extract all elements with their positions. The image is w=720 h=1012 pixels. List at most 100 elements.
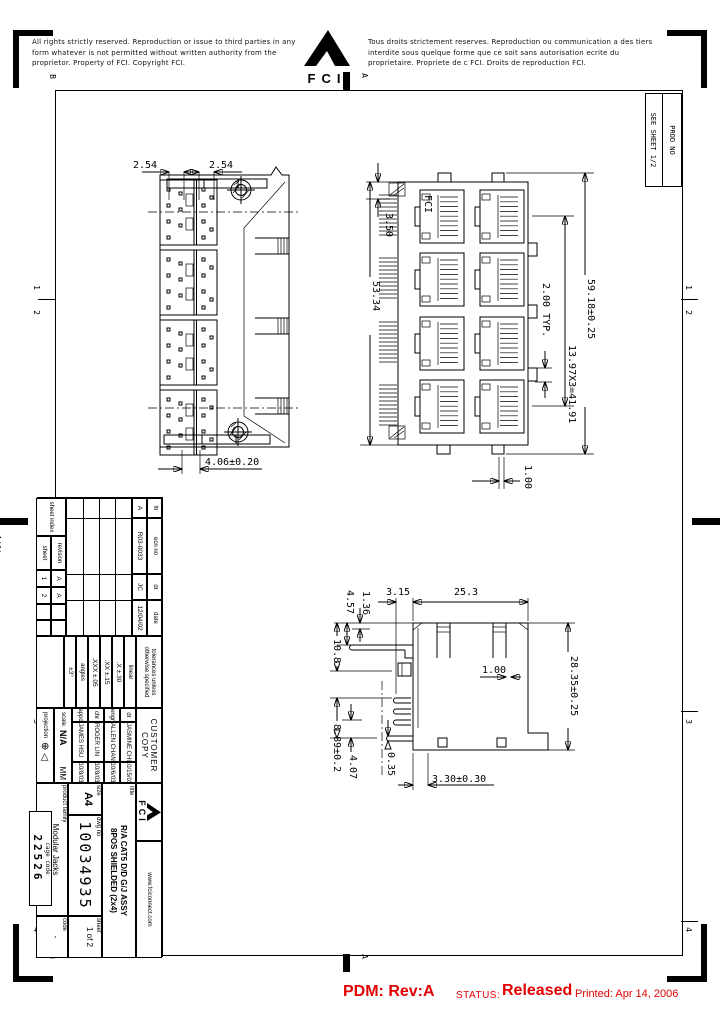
dim-f: 1.00 [482, 665, 506, 676]
angles-value: ±3° [64, 636, 76, 708]
zone-label: B [47, 74, 57, 79]
dim-k: 3.30±0.30 [432, 774, 486, 785]
zone-tick [681, 711, 698, 712]
scale-value: N/A [58, 730, 68, 746]
signoff-appd-label: appd [72, 708, 88, 722]
ecn-date: 12/04/02 [132, 600, 147, 636]
dim-pitch-2: 2.54 [209, 160, 233, 171]
cage-code-value: 22526 [31, 834, 44, 883]
units: MM [58, 766, 68, 780]
drawing-title-1: R/A CAT5 D/D G/J ASSY [119, 825, 128, 916]
sheet-2: 2 [36, 587, 51, 604]
dim-i: 0.35 [385, 752, 396, 776]
sheet-label: sheet [36, 536, 51, 570]
zone-label: 2 [31, 310, 41, 315]
tol-xx: .XX ±.15 [100, 636, 112, 708]
dim-overall: 59.18±0.25 [585, 279, 596, 339]
port-logo-text: FCI [422, 195, 433, 213]
corner-mark [667, 976, 707, 982]
dim-tab: 1.00 [522, 465, 533, 489]
drawing-title-2: 8POS SHIELDED (2x4) [109, 828, 118, 913]
edge-mark [343, 954, 350, 972]
dim-typ: 2.00 TYP. [540, 283, 551, 337]
zone-tick [681, 921, 698, 922]
zone-label: 3 [683, 719, 693, 724]
ecn-no-label: ecn no [147, 518, 162, 574]
ecn-date-label: date [147, 600, 162, 636]
revision-label: revision [51, 536, 66, 570]
dwg-cell: dwg no 10034935 [68, 815, 102, 916]
code-value: - [51, 935, 60, 939]
code-cell: code - [36, 916, 68, 958]
cage-code-box: cage code 22526 [29, 811, 52, 906]
ecn-dr-label: dr [147, 574, 162, 600]
projection-symbol-icon: ⊕ ◁ [39, 742, 51, 761]
customer-copy-stamp: CUSTOMER COPY [136, 708, 162, 783]
sheet-1: 1 [36, 570, 51, 587]
copyright-english: All rights strictly reserved. Reproducti… [32, 38, 296, 67]
fci-logo-text: FCI [307, 71, 347, 86]
zone-label: 1 [683, 285, 693, 290]
signoff-dr-label: dr [120, 708, 136, 722]
pdm-revision: PDM: Rev:A [343, 983, 435, 1000]
signoff-dr-date: 10/15/03 [120, 762, 136, 783]
prod-no-label: PROD NO [662, 94, 681, 186]
signoff-appd-date: 10/8/03 [72, 762, 88, 783]
corner-mark [667, 30, 707, 36]
tol-x: .X ±.30 [112, 636, 124, 708]
corner-mark [13, 924, 19, 982]
corner-mark [13, 30, 19, 88]
dim-e: 10.8 [331, 639, 342, 663]
size-cell: size A4 [68, 783, 102, 815]
dim-offset: 3.50 [383, 213, 394, 237]
fci-logo-icon [304, 30, 350, 66]
zone-label: A [359, 73, 369, 78]
edge-mark [692, 518, 720, 525]
front-view-drawing: FCI 3.50 53.34 13.97X3=41.91 2.00 TYP. 5… [360, 163, 596, 489]
corner-mark [13, 30, 53, 36]
product-family: Modular Jacks [51, 823, 60, 876]
bottom-view-drawing: 2.54 2.54 4.06±0.20 [133, 160, 300, 474]
ecn-no: R03-0033 [132, 518, 147, 574]
signoff-engr-label: engr [104, 708, 120, 722]
dim-tail-span: 4.06±0.20 [205, 457, 259, 468]
signoff-dr-name: JASMINE CHUNG [120, 722, 136, 762]
zone-label: A [359, 954, 369, 959]
scale-row: scale N/A MM [54, 708, 72, 783]
status-value: Released [502, 982, 573, 999]
dim-j: 4.07 [347, 755, 358, 779]
dwg-number: 10034935 [76, 821, 94, 910]
corner-mark [13, 976, 53, 982]
fci-logo: FCI [301, 30, 353, 86]
fci-logo-icon [147, 803, 161, 821]
zone-label: 4 [683, 927, 693, 932]
dim-h: 8.89±0.2 [331, 724, 342, 772]
zone-label: 1 [31, 285, 41, 290]
angles-label: angles [76, 636, 88, 708]
dim-b: 25.3 [454, 587, 478, 598]
dim-d: 4.57 [344, 590, 355, 614]
zone-label: 2 [683, 310, 693, 315]
rev-2: A [51, 587, 66, 604]
dim-body-width: 53.34 [370, 281, 381, 311]
size-value: A4 [82, 791, 94, 807]
tb-fci-logo: FCI [136, 783, 162, 841]
status-label: STATUS: [456, 990, 501, 1001]
zone-tick [681, 299, 698, 300]
dim-a: 3.15 [386, 587, 410, 598]
signoff-appd-name: JAMES HSU [72, 722, 88, 762]
dim-g: 28.35±0.25 [568, 656, 579, 716]
dim-port-pitch: 13.97X3=41.91 [566, 345, 577, 423]
title-cell: title R/A CAT5 D/D G/J ASSY 8POS SHIELDE… [102, 783, 136, 958]
dim-pitch-1: 2.54 [133, 160, 157, 171]
sheet-of: 1 of 2 [85, 926, 94, 947]
corner-mark [701, 30, 707, 88]
zone-tick [38, 299, 55, 300]
edge-mark [0, 518, 28, 525]
projection-row: projection ⊕ ◁ [36, 708, 54, 783]
dim-c: 1.36 [360, 591, 371, 615]
copyright-french: Tous droits strictement reserves. Reprod… [368, 38, 653, 67]
edge-mark [343, 72, 350, 90]
tol-xxx: .XXX ±.05 [88, 636, 100, 708]
